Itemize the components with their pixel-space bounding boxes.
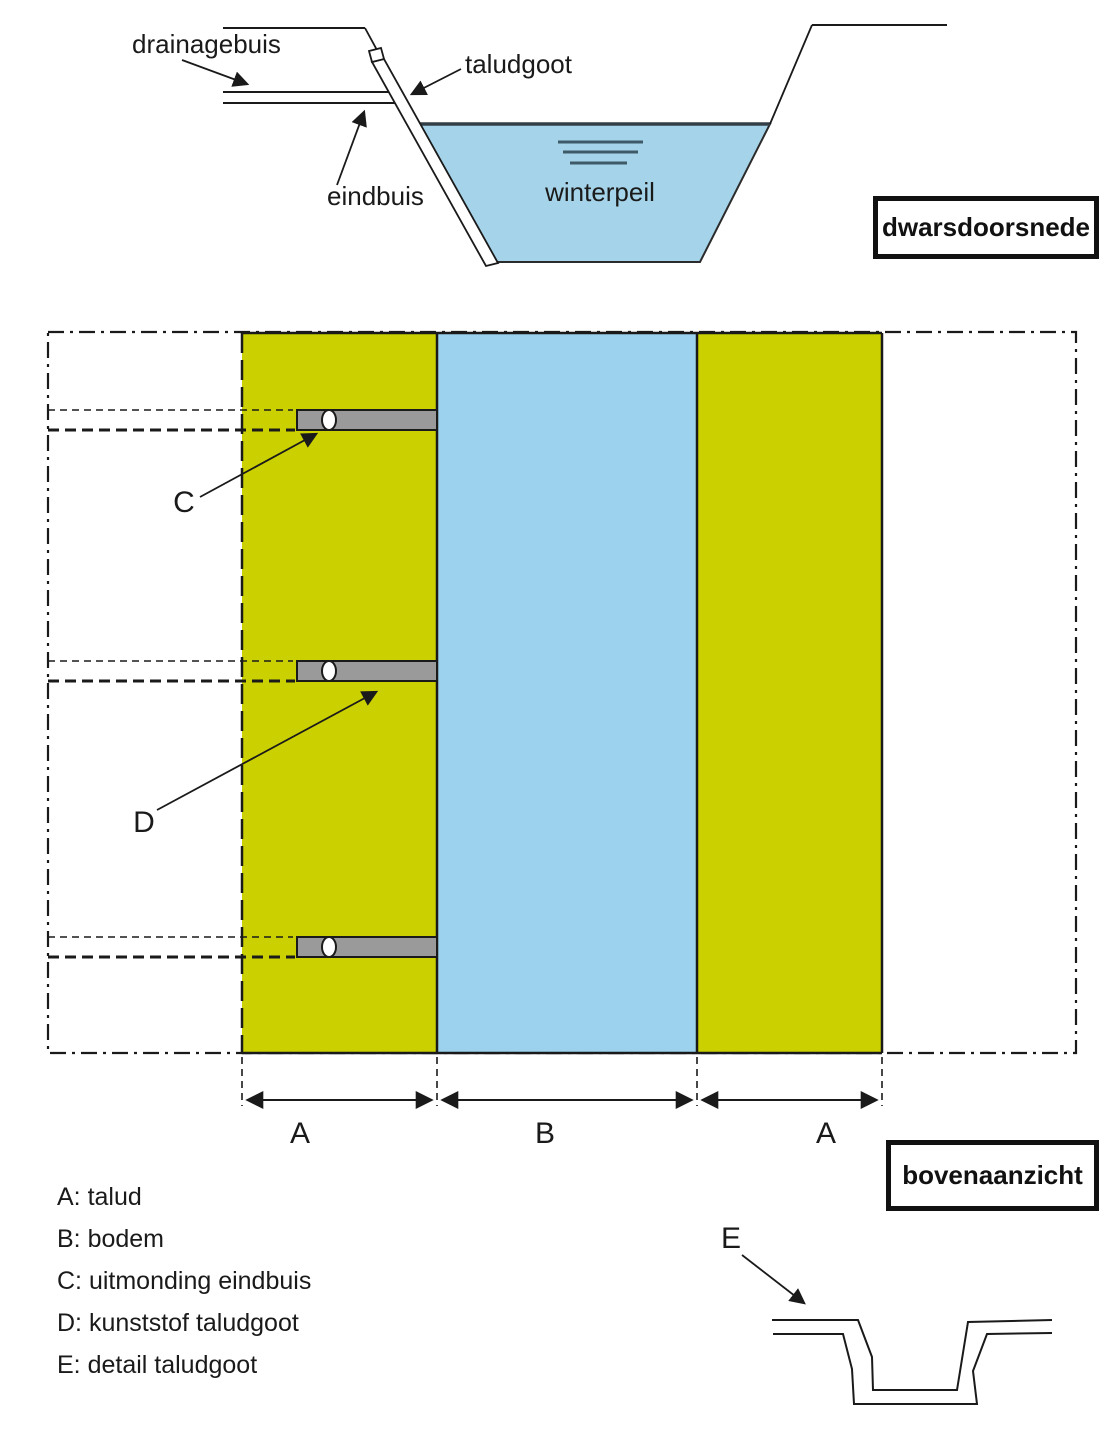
winterpeil-label: winterpeil xyxy=(544,177,655,207)
eindbuis-label: eindbuis xyxy=(327,181,424,211)
legend-item-c: C: uitmonding eindbuis xyxy=(57,1267,312,1295)
top-view-drawing: C D A B A xyxy=(46,330,1078,1150)
legend-item-d: D: kunststof taludgoot xyxy=(57,1309,299,1337)
dimension-droplines xyxy=(241,1057,883,1106)
right-bank-slope xyxy=(769,24,813,125)
dimension-label-b: B xyxy=(535,1117,555,1150)
gutter-profile-outer-line xyxy=(772,1319,1053,1391)
pipe3-leader-lines xyxy=(48,936,295,959)
eindbuis-arrow xyxy=(336,109,367,186)
dimension-label-a-left: A xyxy=(290,1117,310,1150)
drainagebuis-arrow xyxy=(181,59,250,87)
dimension-label-a-right: A xyxy=(816,1117,836,1150)
slope-gutter-top-cap xyxy=(367,46,386,64)
taludgoot-arrow xyxy=(409,68,462,96)
callout-e-label: E xyxy=(721,1222,741,1255)
cross-section-title: dwarsdoorsnede xyxy=(881,212,1091,242)
talud-band-left xyxy=(242,333,437,1053)
taludgoot-label: taludgoot xyxy=(465,49,573,79)
callout-e-arrow xyxy=(741,1254,806,1305)
callout-d-label: D xyxy=(133,806,155,839)
top-view-title-box: bovenaanzicht xyxy=(886,1140,1099,1211)
eindbuis-outlet-3 xyxy=(321,936,337,958)
drainagebuis-label: drainagebuis xyxy=(132,29,281,59)
taludgoot-detail-drawing: E xyxy=(721,1222,1053,1405)
callout-d-arrow xyxy=(156,690,379,811)
top-view-title: bovenaanzicht xyxy=(902,1160,1083,1190)
cross-section-title-box: dwarsdoorsnede xyxy=(873,196,1099,259)
cross-section-drawing: drainagebuis taludgoot eindbuis winterpe… xyxy=(132,24,947,268)
callout-c-label: C xyxy=(173,486,195,519)
pipe1-leader-lines xyxy=(48,409,295,432)
pipe2-leader-lines xyxy=(48,660,295,683)
legend-item-b: B: bodem xyxy=(57,1225,165,1253)
taludgoot-1 xyxy=(296,409,438,431)
gutter-profile-inner-line xyxy=(773,1332,1053,1405)
talud-band-right xyxy=(697,333,882,1053)
legend: A: talud B: bodem C: uitmonding eindbuis… xyxy=(57,1176,311,1386)
taludgoot-2 xyxy=(296,660,438,682)
legend-item-e: E: detail taludgoot xyxy=(57,1351,258,1379)
eindbuis-outlet-2 xyxy=(321,660,337,682)
bodem-band xyxy=(437,333,697,1053)
legend-item-a: A: talud xyxy=(57,1183,142,1211)
callout-c-arrow xyxy=(199,432,319,498)
taludgoot-3 xyxy=(296,936,438,958)
eindbuis-outlet-1 xyxy=(321,409,337,431)
